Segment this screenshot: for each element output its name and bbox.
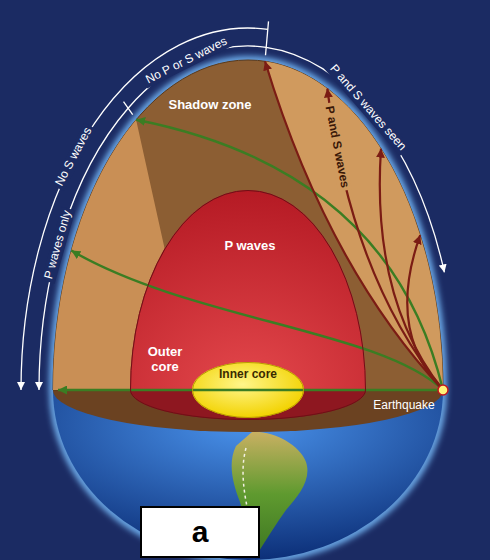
inner-core: Inner core bbox=[192, 362, 304, 418]
range-arc bbox=[21, 28, 268, 390]
ps-wave-ray bbox=[265, 61, 443, 390]
p-wave-ray bbox=[136, 120, 443, 390]
figure-label-box: a bbox=[140, 506, 260, 558]
wave-label: P waves bbox=[224, 239, 275, 254]
range-arc bbox=[39, 108, 128, 390]
region-label: Shadow zone bbox=[168, 98, 251, 113]
range-tick bbox=[124, 102, 133, 115]
mantle-section bbox=[53, 60, 443, 390]
core-name: Outer core bbox=[142, 345, 188, 375]
core-boundary bbox=[193, 363, 304, 418]
outer-core: Outer coreInner core bbox=[130, 190, 366, 420]
range-tick bbox=[266, 21, 269, 55]
range-arc bbox=[266, 47, 444, 272]
range-arcs bbox=[21, 21, 444, 390]
focus-dot bbox=[438, 385, 448, 395]
p-wave-rays bbox=[58, 120, 443, 390]
atmosphere-glow bbox=[53, 60, 443, 560]
earthquake-focus bbox=[438, 385, 448, 395]
core-name: Inner core bbox=[219, 368, 277, 382]
p-wave-ray bbox=[58, 389, 443, 391]
ps-wave-rays bbox=[265, 61, 443, 390]
core-boundary bbox=[131, 191, 366, 420]
source-label: Earthquake bbox=[373, 399, 434, 413]
core-outline bbox=[130, 190, 366, 420]
outer-core-fill bbox=[130, 190, 366, 390]
figure-letter: a bbox=[192, 515, 209, 550]
